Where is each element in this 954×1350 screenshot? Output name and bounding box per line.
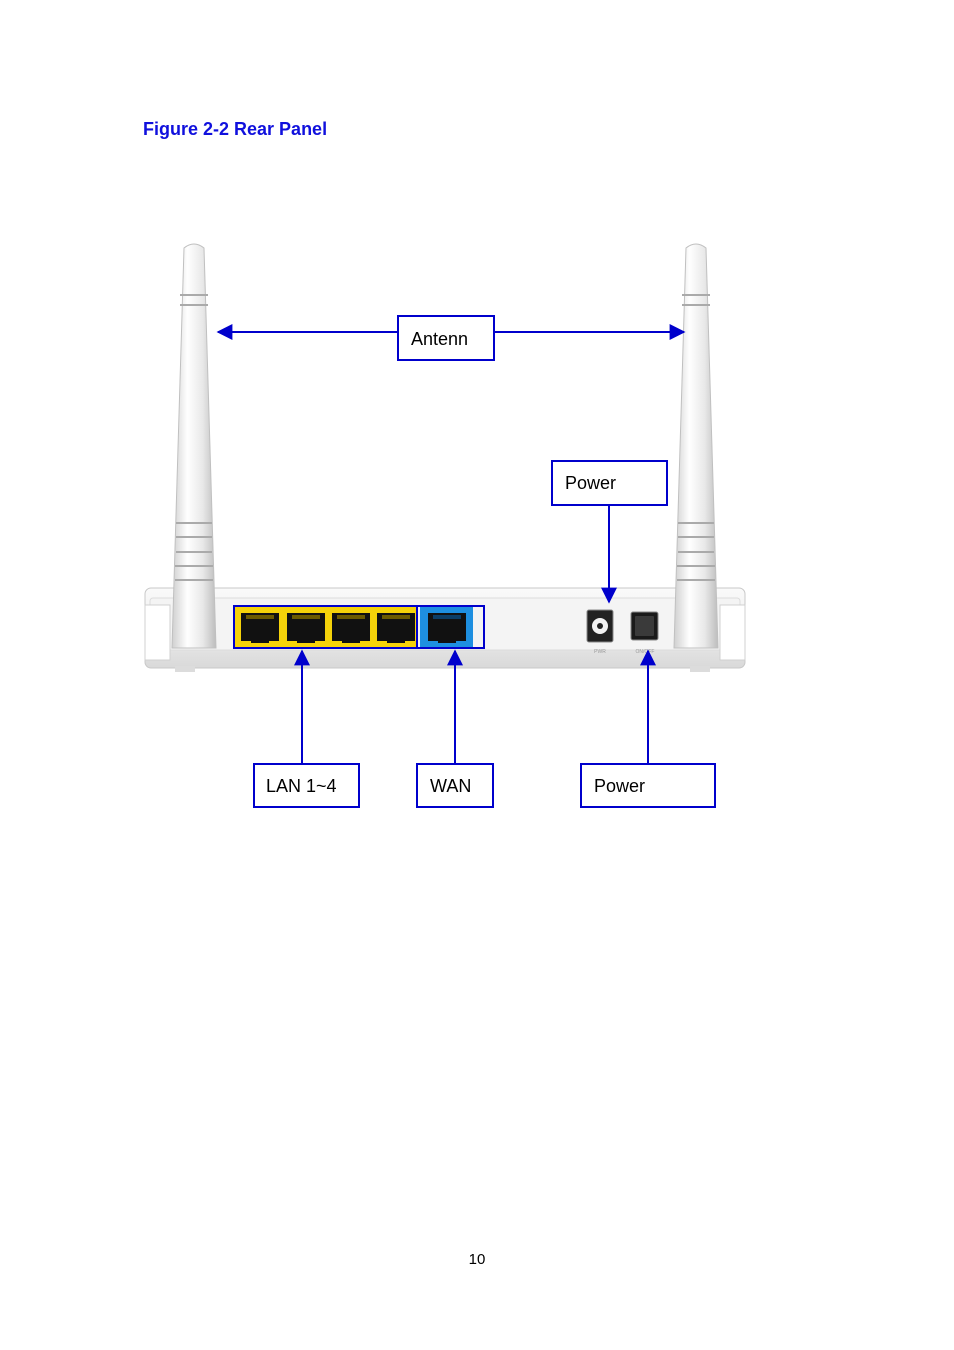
wan-port [420,607,473,647]
lan-label: LAN 1~4 [266,776,337,796]
lan-port-1 [241,613,279,643]
antenna-callout: Antenn [216,315,686,361]
power-switch-label-box [580,763,716,808]
antenna-right [673,243,719,649]
lan-port-4 [377,613,415,643]
antenna-label: Antenn [411,329,468,349]
antenna-label-box [397,315,495,361]
power-switch: ON/OFF [630,611,659,655]
power-switch-marking: ON/OFF [636,649,655,655]
power-jack-label-box [551,460,668,506]
antenna-left [171,243,217,649]
wan-highlight-box [416,605,485,649]
power-switch-callout: Power [580,649,716,808]
power-jack: PWR [586,609,614,655]
power-jack-callout: Power [551,460,668,604]
lan-ports [235,607,418,647]
wan-label-box [416,763,494,808]
lan-port-2 [287,613,325,643]
figure-caption: Figure 2-2 Rear Panel [143,119,328,139]
lan-label-box [253,763,360,808]
power-jack-label: Power [565,473,616,493]
lan-port-3 [332,613,370,643]
power-jack-marking: PWR [594,649,606,655]
wan-label: WAN [430,776,471,796]
page-number: 10 [468,1251,486,1268]
wan-callout: WAN [416,649,494,808]
power-switch-label: Power [594,776,645,796]
lan-callout: LAN 1~4 [253,649,360,808]
